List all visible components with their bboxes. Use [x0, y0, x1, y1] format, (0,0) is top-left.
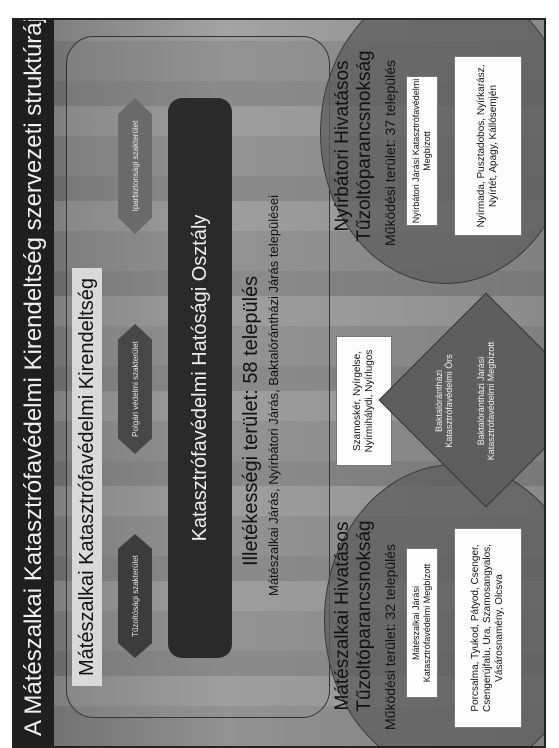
- sector-fire: Tűzoltósági szakterület: [118, 534, 152, 658]
- baktalorantházi-commissioner: Baktalórántházi Járási Katasztrófavédelm…: [476, 341, 496, 461]
- right-area: Működési terület: 37 település: [382, 60, 398, 246]
- jurisdiction-count: Illetékességi terület: 58 település: [240, 275, 262, 566]
- right-list: Nyírmada, Pusztadobos, Nyírkarász, Nyírt…: [454, 56, 522, 236]
- sector-industrial-safety: Iparbiztonsági szakterület: [118, 98, 152, 234]
- sector-civil-defence: Polgári védelmi szakterület: [118, 324, 152, 454]
- slide: A Mátészalkai Katasztrófavédelmi Kirende…: [12, 18, 546, 748]
- kirendeltseg-header: Mátészalkai Katasztrófavédelmi Kirendelt…: [72, 268, 102, 686]
- left-command-title: Mátészalkai Hivatásos Tűzoltóparancsnoks…: [332, 520, 375, 712]
- right-office: Nyírbátori Járási Katasztrófavédelmi Meg…: [406, 76, 438, 226]
- authority-department: Katasztrófavédelmi Hatósági Osztály: [168, 98, 232, 658]
- jurisdiction-districts: Mátészalkai Járás, Nyírbátori Járás, Bak…: [266, 194, 281, 596]
- slide-title: A Mátészalkai Katasztrófavédelmi Kirende…: [14, 18, 54, 746]
- right-command-title: Nyírbátori Hivatásos Tűzoltóparancsnoksá…: [332, 50, 375, 242]
- baktalorantházi-station: Baktalórántházi Katasztrófavédelmi Örs: [434, 354, 454, 448]
- left-area: Működési terület: 32 település: [382, 544, 398, 730]
- left-office: Mátészalkai Járási Katasztrófavédelmi Me…: [406, 548, 438, 698]
- left-list: Porcsalma, Tyukod, Pátyod, Csenger, Csen…: [454, 528, 522, 728]
